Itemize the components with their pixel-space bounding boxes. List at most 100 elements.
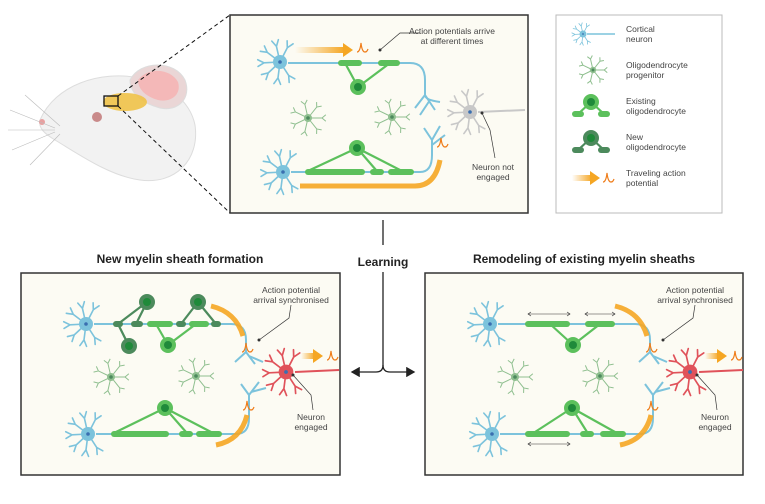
process [110,376,125,393]
process [592,357,601,377]
process [507,358,516,378]
text-line: arrival synchronised [657,295,733,305]
process [307,117,322,134]
process [515,373,534,381]
nucleus [488,322,492,326]
axon [698,369,744,373]
process [578,61,594,71]
oligodendrocyte-progenitor [178,357,215,395]
nucleus [161,404,169,412]
engaged-neuron [261,347,303,397]
process [188,357,197,377]
action-potential-arrow [215,414,250,448]
oligodendrocyte-progenitor [582,357,619,395]
axon [644,381,671,396]
axon [477,109,526,113]
process [497,376,516,388]
oligodendrocyte-progenitor-icon [578,55,608,85]
leader-dot [695,373,699,377]
process [600,372,619,380]
oligodendrocyte-process [164,407,212,433]
learning-connector [350,220,416,378]
process [384,98,393,118]
nucleus [109,375,113,379]
nucleus [194,298,202,306]
text-line: engaged [476,172,509,182]
leader-dot [661,338,665,342]
axon [423,125,446,146]
oligodendrocyte-progenitor [93,358,130,396]
process [93,366,112,378]
text-line: Action potential [666,285,724,295]
axon [294,369,340,373]
process [391,116,406,133]
nucleus [513,375,517,379]
process [384,116,393,136]
axon [288,62,441,103]
myelin-sheath [370,169,384,175]
myelin-sheath [600,431,626,437]
myelin-sheath [580,431,594,437]
nucleus [598,374,602,378]
cortical-neuron [466,300,506,348]
action-potential-spike-icon [326,350,339,361]
myelin-sheath [147,321,173,327]
process [587,69,594,85]
text-line: potential [626,178,658,188]
leader-dot [291,373,295,377]
leader-line [481,112,496,159]
oligodendrocyte-progenitor [374,98,411,136]
process [507,376,516,396]
nucleus [587,134,595,142]
nucleus [390,115,394,119]
text-line: Neuron not [472,162,515,172]
nucleus [86,432,90,436]
axon [414,94,436,116]
axon [291,140,433,173]
length-change-indicator [527,441,571,447]
leader-dot [378,48,382,52]
oligodendrocyte-progenitor [290,99,327,137]
new-oligodendrocyte [180,294,217,325]
text-line: Neuron [701,412,729,422]
nucleus [125,342,133,350]
process [178,375,197,387]
nucleus [688,370,692,374]
myelin-sheath [525,321,570,327]
length-change-indicator [584,311,616,317]
nucleus [591,68,595,72]
text-line: oligodendrocyte [626,106,686,116]
cortical-neuron [259,148,299,196]
leader-line [258,304,292,341]
myelin-sheath [388,169,414,175]
leader-line [292,374,314,411]
existing-oligodendrocyte [309,140,401,171]
text-line: Action potential [262,285,320,295]
brain-region-marker [103,95,119,107]
process [599,360,614,377]
process [497,366,516,378]
process [514,361,529,378]
arrowhead [343,43,353,57]
myelin-sheath [179,431,193,437]
process [593,67,608,73]
oligodendrocyte-process [356,147,401,171]
action-potential-spike-icon [602,172,615,183]
leader-line [662,304,696,341]
process [307,102,322,119]
oligodendrocyte-progenitor [497,358,534,396]
process [111,373,130,381]
leader-dot [480,111,484,115]
process [308,114,327,122]
nucleus [284,370,288,374]
process [188,375,197,395]
nucleus [568,404,576,412]
action-potential-spike-icon [730,350,743,361]
process [110,361,125,378]
